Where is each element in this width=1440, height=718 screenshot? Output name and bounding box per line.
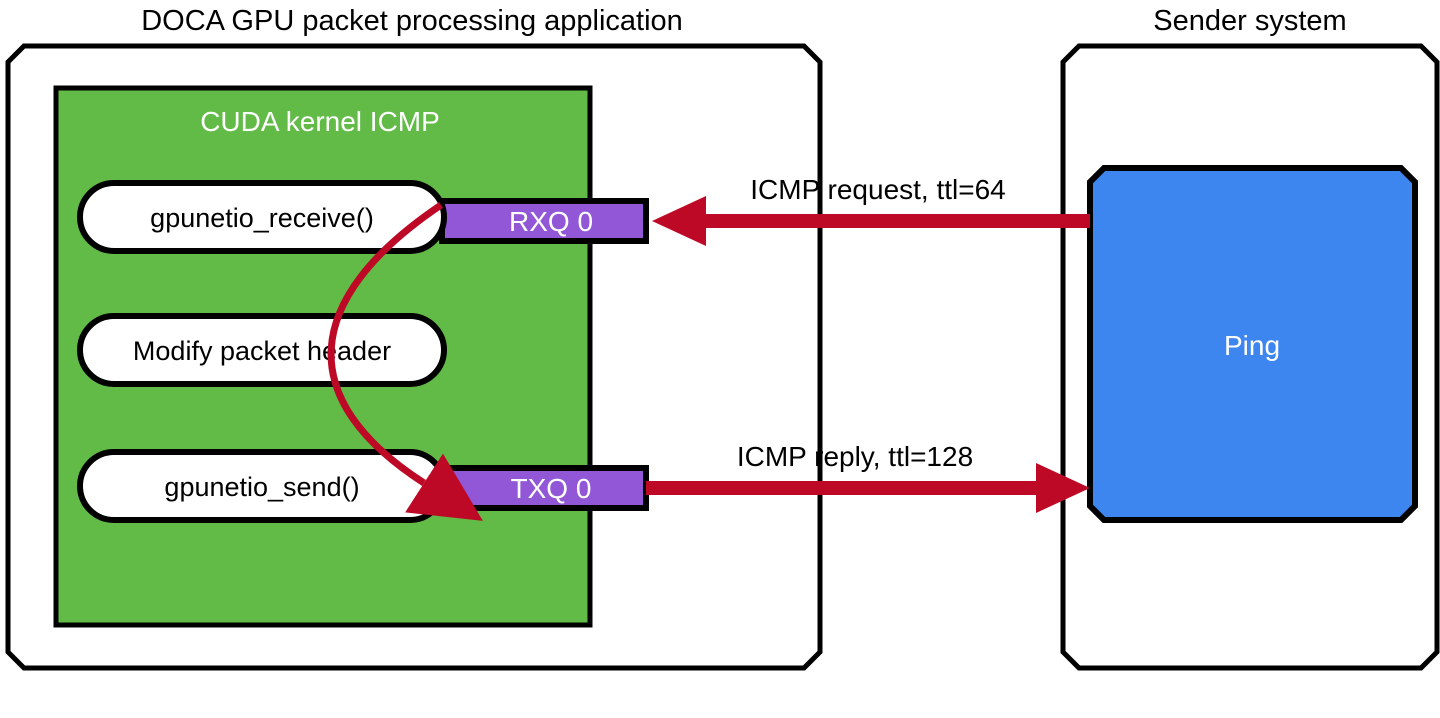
page-title-right: Sender system — [1153, 5, 1346, 37]
internal-flow-curve — [327, 202, 483, 521]
modify-packet-header-step[interactable] — [77, 313, 447, 387]
rxq-0-label: RXQ 0 — [509, 206, 593, 237]
icmp-request-label: ICMP request, ttl=64 — [750, 174, 1006, 205]
gpunetio-receive-label: gpunetio_receive() — [150, 203, 374, 233]
cuda-kernel-label: CUDA kernel ICMP — [200, 106, 440, 137]
ping-label: Ping — [1224, 330, 1280, 361]
page-title-left: DOCA GPU packet processing application — [141, 5, 683, 37]
icmp-reply-arrowhead — [1036, 463, 1090, 513]
txq-0-label: TXQ 0 — [511, 473, 592, 504]
gpunetio-send-label: gpunetio_send() — [164, 472, 359, 502]
icmp-reply-label: ICMP reply, ttl=128 — [737, 441, 973, 472]
gpunetio-receive-step[interactable] — [77, 180, 447, 254]
modify-packet-header-label: Modify packet header — [133, 336, 391, 366]
icmp-request-arrowhead — [652, 196, 706, 246]
ping-box[interactable] — [1087, 165, 1418, 523]
